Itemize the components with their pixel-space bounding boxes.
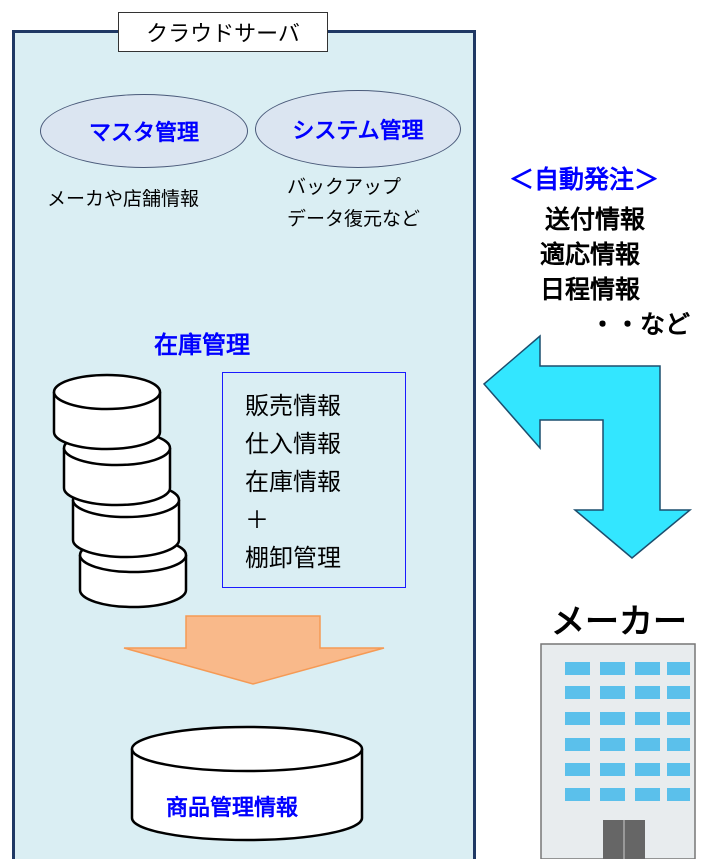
info-item-stock: 在庫情報: [245, 468, 341, 496]
system-description-line1: バックアップ: [287, 176, 402, 198]
cloud-server-title: クラウドサーバ: [118, 12, 328, 52]
building-icon: [540, 643, 696, 859]
system-description-line2: データ復元など: [287, 208, 421, 230]
database-icon: [52, 373, 188, 609]
auto-order-line-etc: ・・など: [590, 310, 691, 339]
maker-label: メーカー: [551, 602, 687, 642]
inventory-management-heading: 在庫管理: [154, 331, 250, 359]
inventory-info-box: 販売情報 仕入情報 在庫情報 ＋ 棚卸管理: [222, 372, 406, 588]
info-item-stocktaking: 棚卸管理: [245, 544, 341, 572]
master-management-ellipse: マスタ管理: [40, 94, 248, 168]
auto-order-line-delivery: 送付情報: [545, 205, 646, 234]
system-management-ellipse: システム管理: [255, 90, 461, 168]
master-description: メーカや店舗情報: [47, 188, 200, 210]
orange-down-arrow-icon: [123, 615, 385, 685]
product-management-info-label: 商品管理情報: [166, 796, 299, 821]
auto-order-title: ＜自動発注＞: [509, 165, 660, 194]
auto-order-line-schedule: 日程情報: [540, 275, 641, 304]
info-item-sales: 販売情報: [245, 392, 341, 420]
system-management-label: システム管理: [292, 119, 424, 144]
master-management-label: マスタ管理: [88, 121, 199, 146]
product-database-icon: [130, 725, 364, 842]
cyan-bent-arrow-icon: [482, 334, 693, 559]
auto-order-line-applicable: 適応情報: [540, 240, 641, 269]
info-item-plus: ＋: [245, 506, 269, 534]
info-item-purchase: 仕入情報: [245, 430, 341, 458]
